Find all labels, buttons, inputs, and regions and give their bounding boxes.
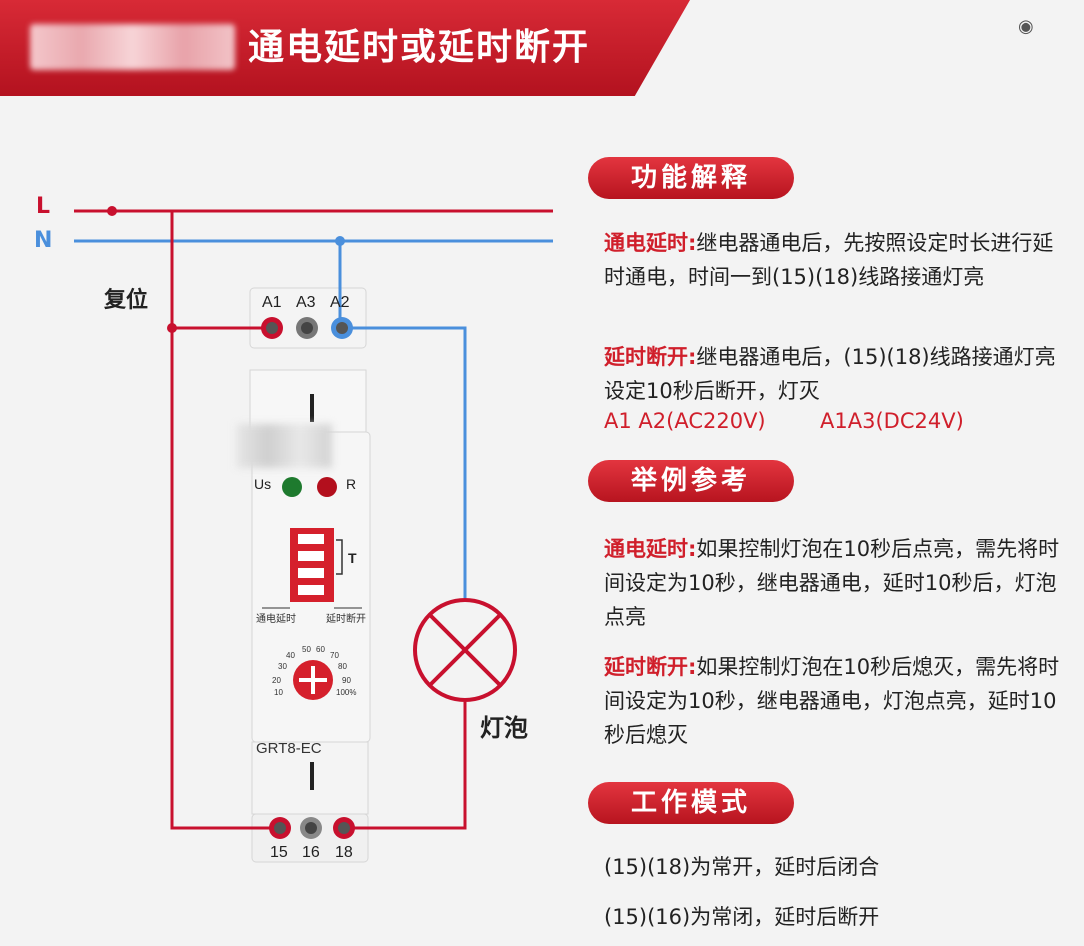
explain-item-key: 延时断开:	[604, 345, 697, 369]
dial-tick: 30	[278, 662, 287, 671]
terminal-label-18: 18	[335, 844, 353, 861]
junction-dot	[167, 323, 177, 333]
voltage-dc: A1A3(DC24V)	[820, 409, 964, 433]
dip-switch[interactable]	[262, 528, 362, 609]
mode-label-off-delay: 延时断开	[326, 614, 366, 625]
wires	[74, 209, 553, 830]
terminal-screws	[261, 317, 355, 839]
model-label: GRT8-EC	[256, 740, 322, 757]
reset-label: 复位	[104, 288, 149, 313]
wire-label-n: N	[34, 228, 53, 253]
example-item-text: 如果控制灯泡在10秒后熄灭，需先将时间设定为10秒，继电器通电，灯泡点亮，延时1…	[604, 655, 1060, 747]
example-item-text: 如果控制灯泡在10秒后点亮，需先将时间设定为10秒，继电器通电，延时10秒后，灯…	[604, 537, 1060, 629]
explain-item-text: 继电器通电后，(15)(18)线路接通灯亮设定10秒后断开，灯灭	[604, 345, 1056, 403]
terminal-label-15: 15	[270, 844, 288, 861]
dip-label-t: T	[348, 550, 357, 566]
time-dial[interactable]	[293, 660, 333, 700]
led-label-r: R	[346, 476, 357, 492]
junction-dot	[335, 236, 345, 246]
explain-item-key: 通电延时:	[604, 231, 697, 255]
mode-line-normally-closed: (15)(16)为常闭，延时后断开	[604, 905, 880, 929]
wire-label-l: L	[36, 194, 51, 219]
section-title-mode: 工作模式	[588, 782, 794, 824]
camera-icon: ◉	[1018, 16, 1034, 37]
dial-tick: 70	[330, 651, 339, 660]
terminal-label-a2: A2	[330, 294, 350, 311]
example-item-on-delay: 通电延时:如果控制灯泡在10秒后点亮，需先将时间设定为10秒，继电器通电，延时1…	[604, 532, 1066, 634]
junction-dot	[107, 206, 117, 216]
terminal-label-16: 16	[302, 844, 320, 861]
mode-line-normally-open: (15)(18)为常开，延时后闭合	[604, 855, 880, 879]
header-banner: 通电延时或延时断开 ◉	[0, 0, 1084, 96]
section-title-explain: 功能解释	[588, 157, 794, 199]
voltage-ac: A1 A2(AC220V)	[604, 409, 766, 433]
dial-tick: 90	[342, 676, 351, 685]
wiring-diagram	[74, 206, 553, 863]
terminal-label-a1: A1	[262, 294, 282, 311]
example-item-off-delay: 延时断开:如果控制灯泡在10秒后熄灭，需先将时间设定为10秒，继电器通电，灯泡点…	[604, 650, 1066, 752]
mode-label-on-delay: 通电延时	[256, 614, 296, 625]
dial-tick: 20	[272, 676, 281, 685]
dial-tick: 50	[302, 645, 311, 654]
terminal-label-a3: A3	[296, 294, 316, 311]
lamp-symbol	[413, 598, 517, 702]
section-title-example: 举例参考	[588, 460, 794, 502]
explain-item-text: 继电器通电后，先按照设定时长进行延时通电，时间一到(15)(18)线路接通灯亮	[604, 231, 1054, 289]
dial-tick: 10	[274, 688, 283, 697]
power-led	[282, 477, 302, 497]
relay-led	[317, 477, 337, 497]
example-item-key: 通电延时:	[604, 537, 697, 561]
dial-tick: 60	[316, 645, 325, 654]
blurred-brand-logo	[30, 24, 235, 70]
explain-item-on-delay: 通电延时:继电器通电后，先按照设定时长进行延时通电，时间一到(15)(18)线路…	[604, 226, 1066, 294]
blurred-brand-label	[236, 424, 332, 468]
dial-tick: 80	[338, 662, 347, 671]
lamp-label: 灯泡	[480, 714, 528, 742]
led-label-us: Us	[254, 476, 272, 492]
page-title: 通电延时或延时断开	[248, 27, 591, 68]
example-item-key: 延时断开:	[604, 655, 697, 679]
dial-tick: 100%	[336, 688, 357, 697]
explain-item-off-delay: 延时断开:继电器通电后，(15)(18)线路接通灯亮设定10秒后断开，灯灭	[604, 340, 1066, 408]
dial-tick: 40	[286, 651, 295, 660]
